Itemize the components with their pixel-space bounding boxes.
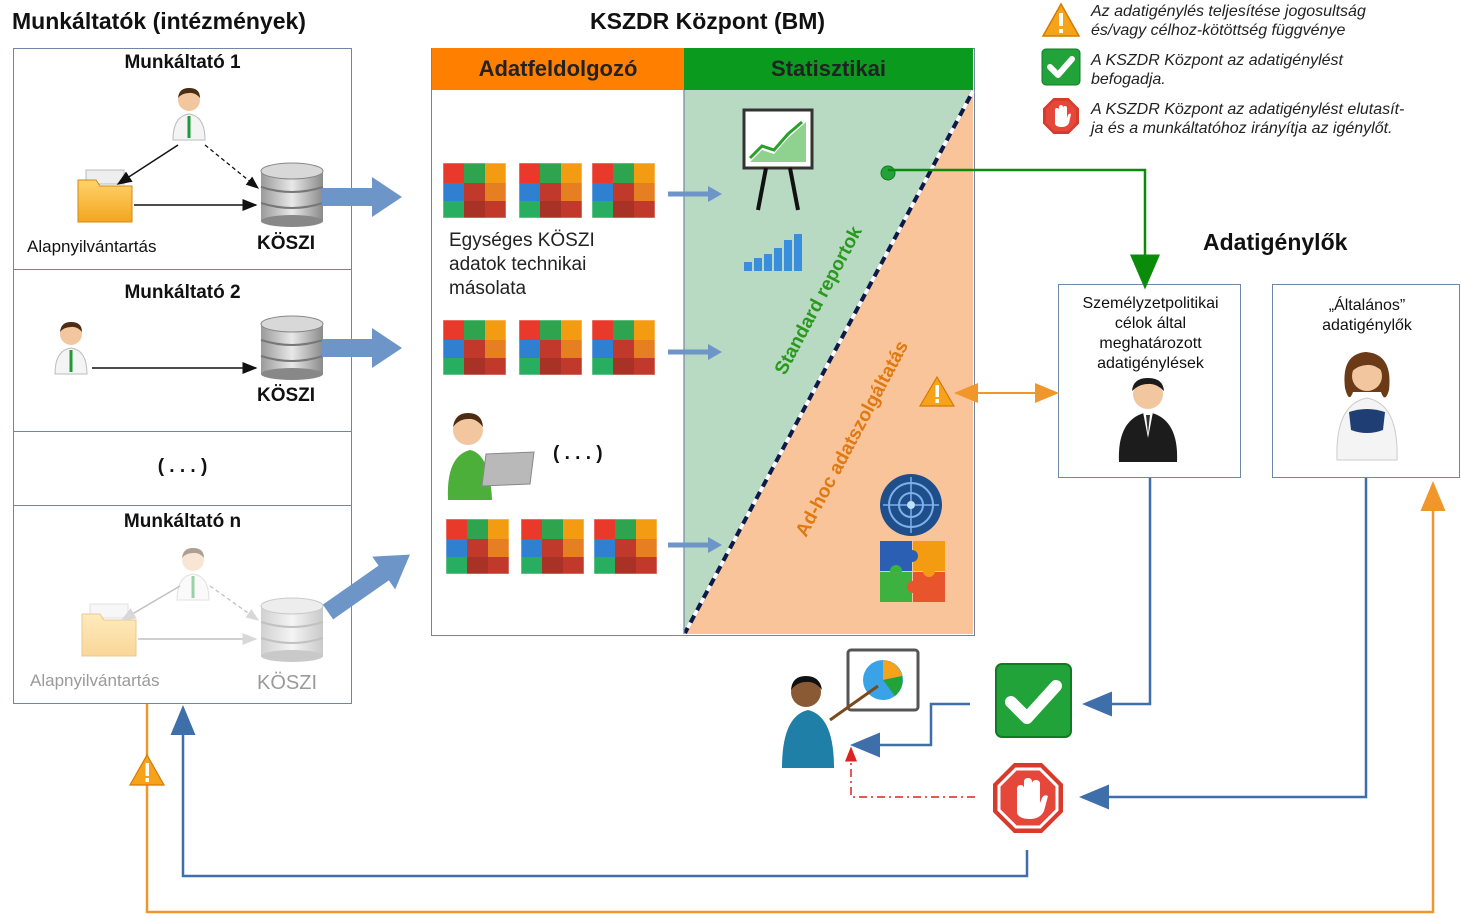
koszi-label-2: KÖSZI	[257, 385, 316, 406]
statistics-header: Statisztikai	[684, 48, 973, 90]
koszi-database-icon-n	[260, 597, 324, 663]
employer-2-graphics	[54, 315, 324, 381]
koszi-label-1: KÖSZI	[257, 233, 316, 254]
registry-label-n: Alapnyilvántartás	[30, 671, 160, 690]
data-cube-icon	[518, 319, 583, 376]
processor-header: Adatfeldolgozó	[432, 48, 684, 90]
general-requester-text: „Általános”adatigénylők	[1322, 297, 1412, 334]
blue-flow-lines	[170, 478, 1368, 878]
koszi-label-n: KÖSZI	[257, 672, 318, 694]
reject-stop-icon	[993, 763, 1063, 833]
stop-hand-icon	[1041, 96, 1081, 136]
registry-folder-icon-1	[77, 169, 133, 223]
legend-reject-text: A KSZDR Központ az adatigénylést elutasí…	[1091, 101, 1405, 137]
employer-n-title: Munkáltató n	[123, 511, 242, 532]
reject-dashed-line	[845, 746, 975, 798]
employer-n-graphics	[81, 547, 324, 663]
accept-check-icon	[995, 663, 1072, 738]
transfer-arrow-1	[322, 177, 402, 217]
registry-folder-icon-n	[81, 603, 137, 657]
general-requester-box: „Általános”adatigénylők	[1272, 284, 1460, 478]
orange-feedback-loop	[145, 481, 1446, 914]
koszi-database-icon-2	[260, 315, 324, 381]
data-cube-icon	[520, 518, 585, 575]
presentation-chart-icon	[742, 108, 814, 211]
employer-ellipsis-box: ( . . . )	[13, 431, 352, 506]
transfer-arrow-n	[322, 554, 410, 620]
data-cube-icon	[591, 162, 656, 219]
center-ellipsis: ( . . . )	[553, 443, 603, 464]
loop-warning-icon	[128, 753, 166, 786]
registry-label-1: Alapnyilvántartás	[27, 237, 157, 256]
operator-laptop-icon	[447, 413, 535, 500]
warning-icon	[1041, 2, 1081, 37]
bar-level-icon	[744, 234, 802, 271]
adhoc-warning-icon	[918, 375, 956, 407]
employer-1-box: Munkáltató 1	[13, 48, 352, 270]
radar-target-icon	[880, 474, 942, 536]
requesters-heading: Adatigénylők	[1203, 229, 1348, 255]
hr-requester-person-icon	[1118, 378, 1178, 462]
center-heading: KSZDR Központ (BM)	[590, 8, 826, 34]
transfer-arrow-2	[322, 328, 402, 368]
employer-ellipsis: ( . . . )	[157, 456, 208, 477]
employee-icon-n	[176, 547, 210, 601]
general-requester-person-icon	[1336, 352, 1398, 461]
employee-icon-2	[54, 321, 88, 375]
employer-1-title: Munkáltató 1	[124, 52, 241, 73]
data-cube-icon	[442, 319, 507, 376]
data-cube-icon	[442, 162, 507, 219]
employer-1-graphics	[77, 87, 324, 228]
data-cube-icon	[445, 518, 510, 575]
employers-heading: Munkáltatók (intézmények)	[12, 8, 306, 34]
employee-icon-1	[172, 87, 206, 141]
check-icon	[1041, 48, 1081, 86]
data-copy-cubes	[442, 162, 658, 575]
puzzle-icon	[880, 541, 945, 602]
data-cube-icon	[593, 518, 658, 575]
data-cube-icon	[591, 319, 656, 376]
koszi-database-icon-1	[260, 162, 324, 228]
report-output-dot	[880, 165, 896, 181]
employer-2-title: Munkáltató 2	[124, 282, 241, 303]
report-delivery-line	[888, 168, 1160, 290]
copy-description: Egységes KÖSZI adatok technikai másolata	[449, 230, 595, 299]
presenter-icon	[782, 648, 920, 768]
data-cube-icon	[518, 162, 583, 219]
